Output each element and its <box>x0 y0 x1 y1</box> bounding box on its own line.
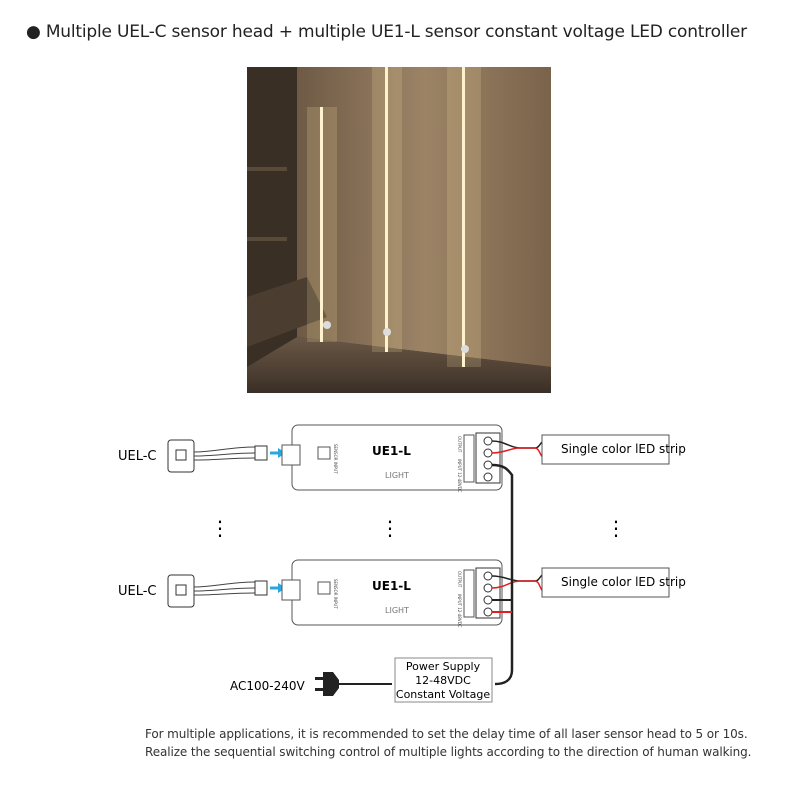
sensor-label: UEL-C <box>118 449 157 464</box>
svg-text:Power Supply: Power Supply <box>406 660 481 673</box>
unit-row-1: UEL-C SENSOR INPUT UE1-L LIGHT OUTPUT IN… <box>118 424 686 493</box>
output-port-label: OUTPUT <box>457 571 462 588</box>
note-line-2: Realize the sequential switching control… <box>145 745 752 759</box>
svg-text:UE1-L: UE1-L <box>372 444 411 458</box>
uel-c-sensor-icon <box>167 574 195 608</box>
svg-text:⋮: ⋮ <box>380 516 400 540</box>
note-line-1: For multiple applications, it is recomme… <box>145 727 748 741</box>
sensor-label: UEL-C <box>118 584 157 599</box>
wiring-diagram: UEL-C SENSOR INPUT UE1-L LIGHT OUTPUT IN… <box>118 424 686 703</box>
svg-text:LIGHT: LIGHT <box>385 606 409 615</box>
svg-text:⋮: ⋮ <box>210 516 230 540</box>
unit-row-2: UEL-C SENSOR INPUT UE1-L LIGHT OUTPUT IN… <box>118 559 686 628</box>
input-port-label: INPUT 12-48VDC <box>457 594 462 628</box>
svg-text:LIGHT: LIGHT <box>385 471 409 480</box>
sensor-port-label: SENSOR INPUT <box>333 444 338 474</box>
led-strip-label: Single color lED strip <box>561 442 686 456</box>
uel-c-sensor-icon <box>167 439 195 473</box>
page-title: ● Multiple UEL-C sensor head + multiple … <box>26 22 747 42</box>
ac-voltage-label: AC100-240V <box>230 679 306 693</box>
sensor-port-label: SENSOR INPUT <box>333 579 338 609</box>
power-plug-icon <box>315 672 392 696</box>
svg-text:12-48VDC: 12-48VDC <box>415 674 471 687</box>
svg-text:Constant Voltage: Constant Voltage <box>396 688 490 701</box>
wood-wall-led-lighting-photo <box>247 67 551 393</box>
output-port-label: OUTPUT <box>457 436 462 453</box>
input-port-label: INPUT 12-48VDC <box>457 459 462 493</box>
svg-text:⋮: ⋮ <box>606 516 626 540</box>
power-supply-box <box>394 657 493 703</box>
svg-text:UE1-L: UE1-L <box>372 579 411 593</box>
led-strip-label: Single color lED strip <box>561 575 686 589</box>
